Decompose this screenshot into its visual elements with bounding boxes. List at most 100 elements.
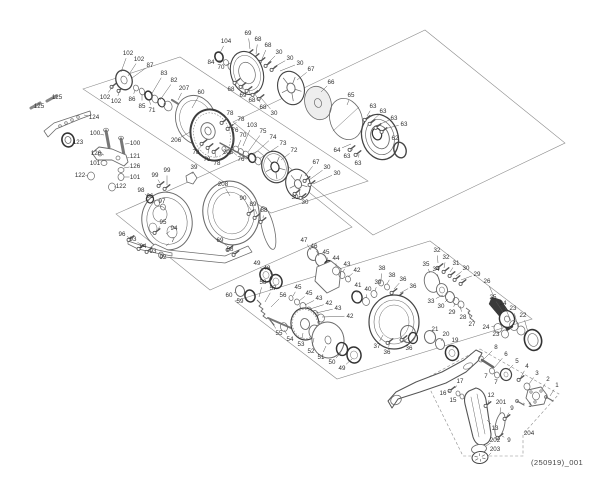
stud: [45, 94, 58, 103]
part-shape: [332, 106, 360, 132]
part-number-label: 43: [316, 295, 323, 302]
part-number-label: 66: [328, 79, 335, 86]
leader-line: [486, 419, 492, 425]
wheel-spoke: [267, 157, 273, 164]
wheel-spoke: [481, 454, 485, 457]
part-number-label: 30: [292, 194, 299, 201]
part-number-label: 93: [150, 248, 157, 255]
leader-line: [219, 45, 224, 54]
wheel-spoke: [281, 89, 288, 94]
leader-line: [377, 119, 390, 126]
part-shape: [504, 315, 510, 323]
part-number-label: 8: [494, 344, 498, 351]
part-number-label: 78: [193, 149, 200, 156]
part-number-label: 36: [400, 276, 407, 283]
part-shape: [501, 329, 509, 339]
part-shape: [139, 87, 145, 96]
part-number-label: 68: [260, 104, 267, 111]
part-number-label: 122: [75, 172, 86, 179]
leader-line: [165, 231, 170, 235]
part-number-label: 102: [100, 94, 111, 101]
screw-head: [219, 120, 224, 125]
leader-line: [403, 338, 407, 344]
part-number-label: 7: [484, 373, 488, 380]
screw-head: [452, 277, 457, 282]
leader-line: [437, 255, 439, 264]
part-number-label: 7: [494, 379, 498, 386]
part-shape: [444, 344, 460, 362]
leader-line: [245, 202, 252, 211]
part-number-label: 30: [297, 60, 304, 67]
part-shape: [115, 155, 121, 161]
screw-head: [379, 129, 384, 134]
part-number-label: 96: [147, 193, 154, 200]
leader-line: [428, 268, 431, 274]
part-number-label: 78: [238, 116, 245, 123]
bearing: [214, 51, 224, 63]
leader-line: [242, 129, 251, 147]
part-number-label: 76: [232, 127, 239, 134]
leader-line: [388, 341, 391, 347]
part-number-label: 36: [384, 349, 391, 356]
leader-line: [229, 122, 237, 128]
screw-head: [232, 80, 237, 85]
part-number-label: 34: [433, 266, 440, 273]
leader-line: [501, 435, 505, 438]
part-number-label: 104: [221, 38, 232, 45]
brake-ring: [259, 206, 277, 250]
part-shape: [76, 115, 80, 119]
part-shape: [351, 290, 363, 304]
leader-line: [165, 243, 169, 247]
leader-line: [488, 285, 495, 298]
leader-line: [120, 58, 127, 73]
part-number-label: 35: [423, 261, 430, 268]
leader-line: [335, 352, 342, 359]
wheel-spoke: [475, 458, 479, 461]
leader-line: [144, 193, 149, 198]
leader-line: [260, 97, 271, 110]
part-shape: [324, 335, 332, 345]
part-shape: [163, 100, 173, 112]
part-number-label: 205: [223, 149, 234, 156]
knob-cap: [471, 450, 489, 465]
part-shape: [233, 145, 239, 153]
part-number-label: 15: [450, 397, 457, 404]
group-box: [234, 240, 533, 380]
part-shape: [539, 389, 543, 393]
screw-head: [389, 290, 394, 295]
part-number-label: 100: [130, 140, 141, 147]
leader-line: [279, 64, 295, 72]
stud: [29, 101, 42, 110]
part-number-label: 103: [247, 122, 258, 129]
part-number-label: 102: [134, 56, 145, 63]
leader-line: [148, 98, 151, 105]
part-number-label: 1: [528, 402, 532, 409]
leader-line: [254, 209, 258, 215]
part-number-label: 68: [255, 36, 262, 43]
screw-head: [367, 121, 372, 126]
part-shape: [158, 251, 164, 259]
leader-line: [440, 338, 444, 342]
part-number-label: 88: [261, 207, 268, 214]
part-number-label: 70: [240, 132, 247, 139]
leader-line: [549, 389, 555, 397]
part-number-label: 29: [474, 271, 481, 278]
part-number-label: 87: [147, 62, 154, 69]
leader-line: [341, 143, 352, 149]
screw-head: [373, 125, 378, 130]
part-shape: [145, 194, 155, 204]
leader-line: [347, 273, 353, 278]
leader-line: [493, 358, 503, 369]
part-shape: [234, 285, 246, 297]
part-number-label: 40: [365, 286, 372, 293]
leader-line: [320, 85, 328, 93]
frame-left-ring: [141, 191, 193, 251]
part-number-label: 43: [335, 305, 342, 312]
part-shape: [154, 199, 160, 207]
leader-line: [273, 60, 286, 68]
part-number-label: 53: [298, 341, 305, 348]
part-number-label: 30: [276, 49, 283, 56]
leader-line: [452, 345, 454, 349]
leader-line: [283, 329, 288, 335]
part-shape: [476, 393, 486, 435]
